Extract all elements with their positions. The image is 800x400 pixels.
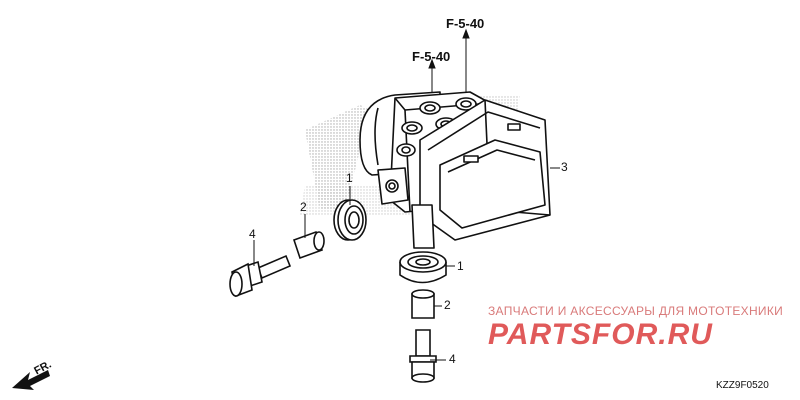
collar-left <box>292 230 325 260</box>
diagram-code: KZZ9F0520 <box>716 380 769 391</box>
callout-damper-upper: 1 <box>346 171 353 185</box>
callout-leaders <box>253 167 560 361</box>
rubber-damper-upper <box>333 199 367 241</box>
watermark-logo: PARTSFOR.RU <box>488 318 713 351</box>
callout-bolt-left: 4 <box>249 227 256 241</box>
watermark-caption: ЗАПЧАСТИ И АКСЕССУАРЫ ДЛЯ МОТОТЕХНИКИ <box>488 304 784 318</box>
callout-damper-lower: 1 <box>457 259 464 273</box>
collar-lower <box>411 289 435 319</box>
reference-upper[interactable]: F-5-40 <box>446 16 485 31</box>
reference-lower[interactable]: F-5-40 <box>412 49 451 64</box>
callout-modulator: 3 <box>561 160 568 174</box>
front-direction-arrow <box>12 370 50 390</box>
rubber-damper-lower <box>399 251 447 284</box>
callout-collar-lower: 2 <box>444 298 451 312</box>
flange-bolt-lower <box>409 329 437 383</box>
abs-modulator <box>359 91 551 249</box>
callout-bolt-lower: 4 <box>449 352 456 366</box>
flange-bolt-left <box>229 254 292 298</box>
reference-leaders <box>428 28 470 100</box>
callout-collar-left: 2 <box>300 200 307 214</box>
